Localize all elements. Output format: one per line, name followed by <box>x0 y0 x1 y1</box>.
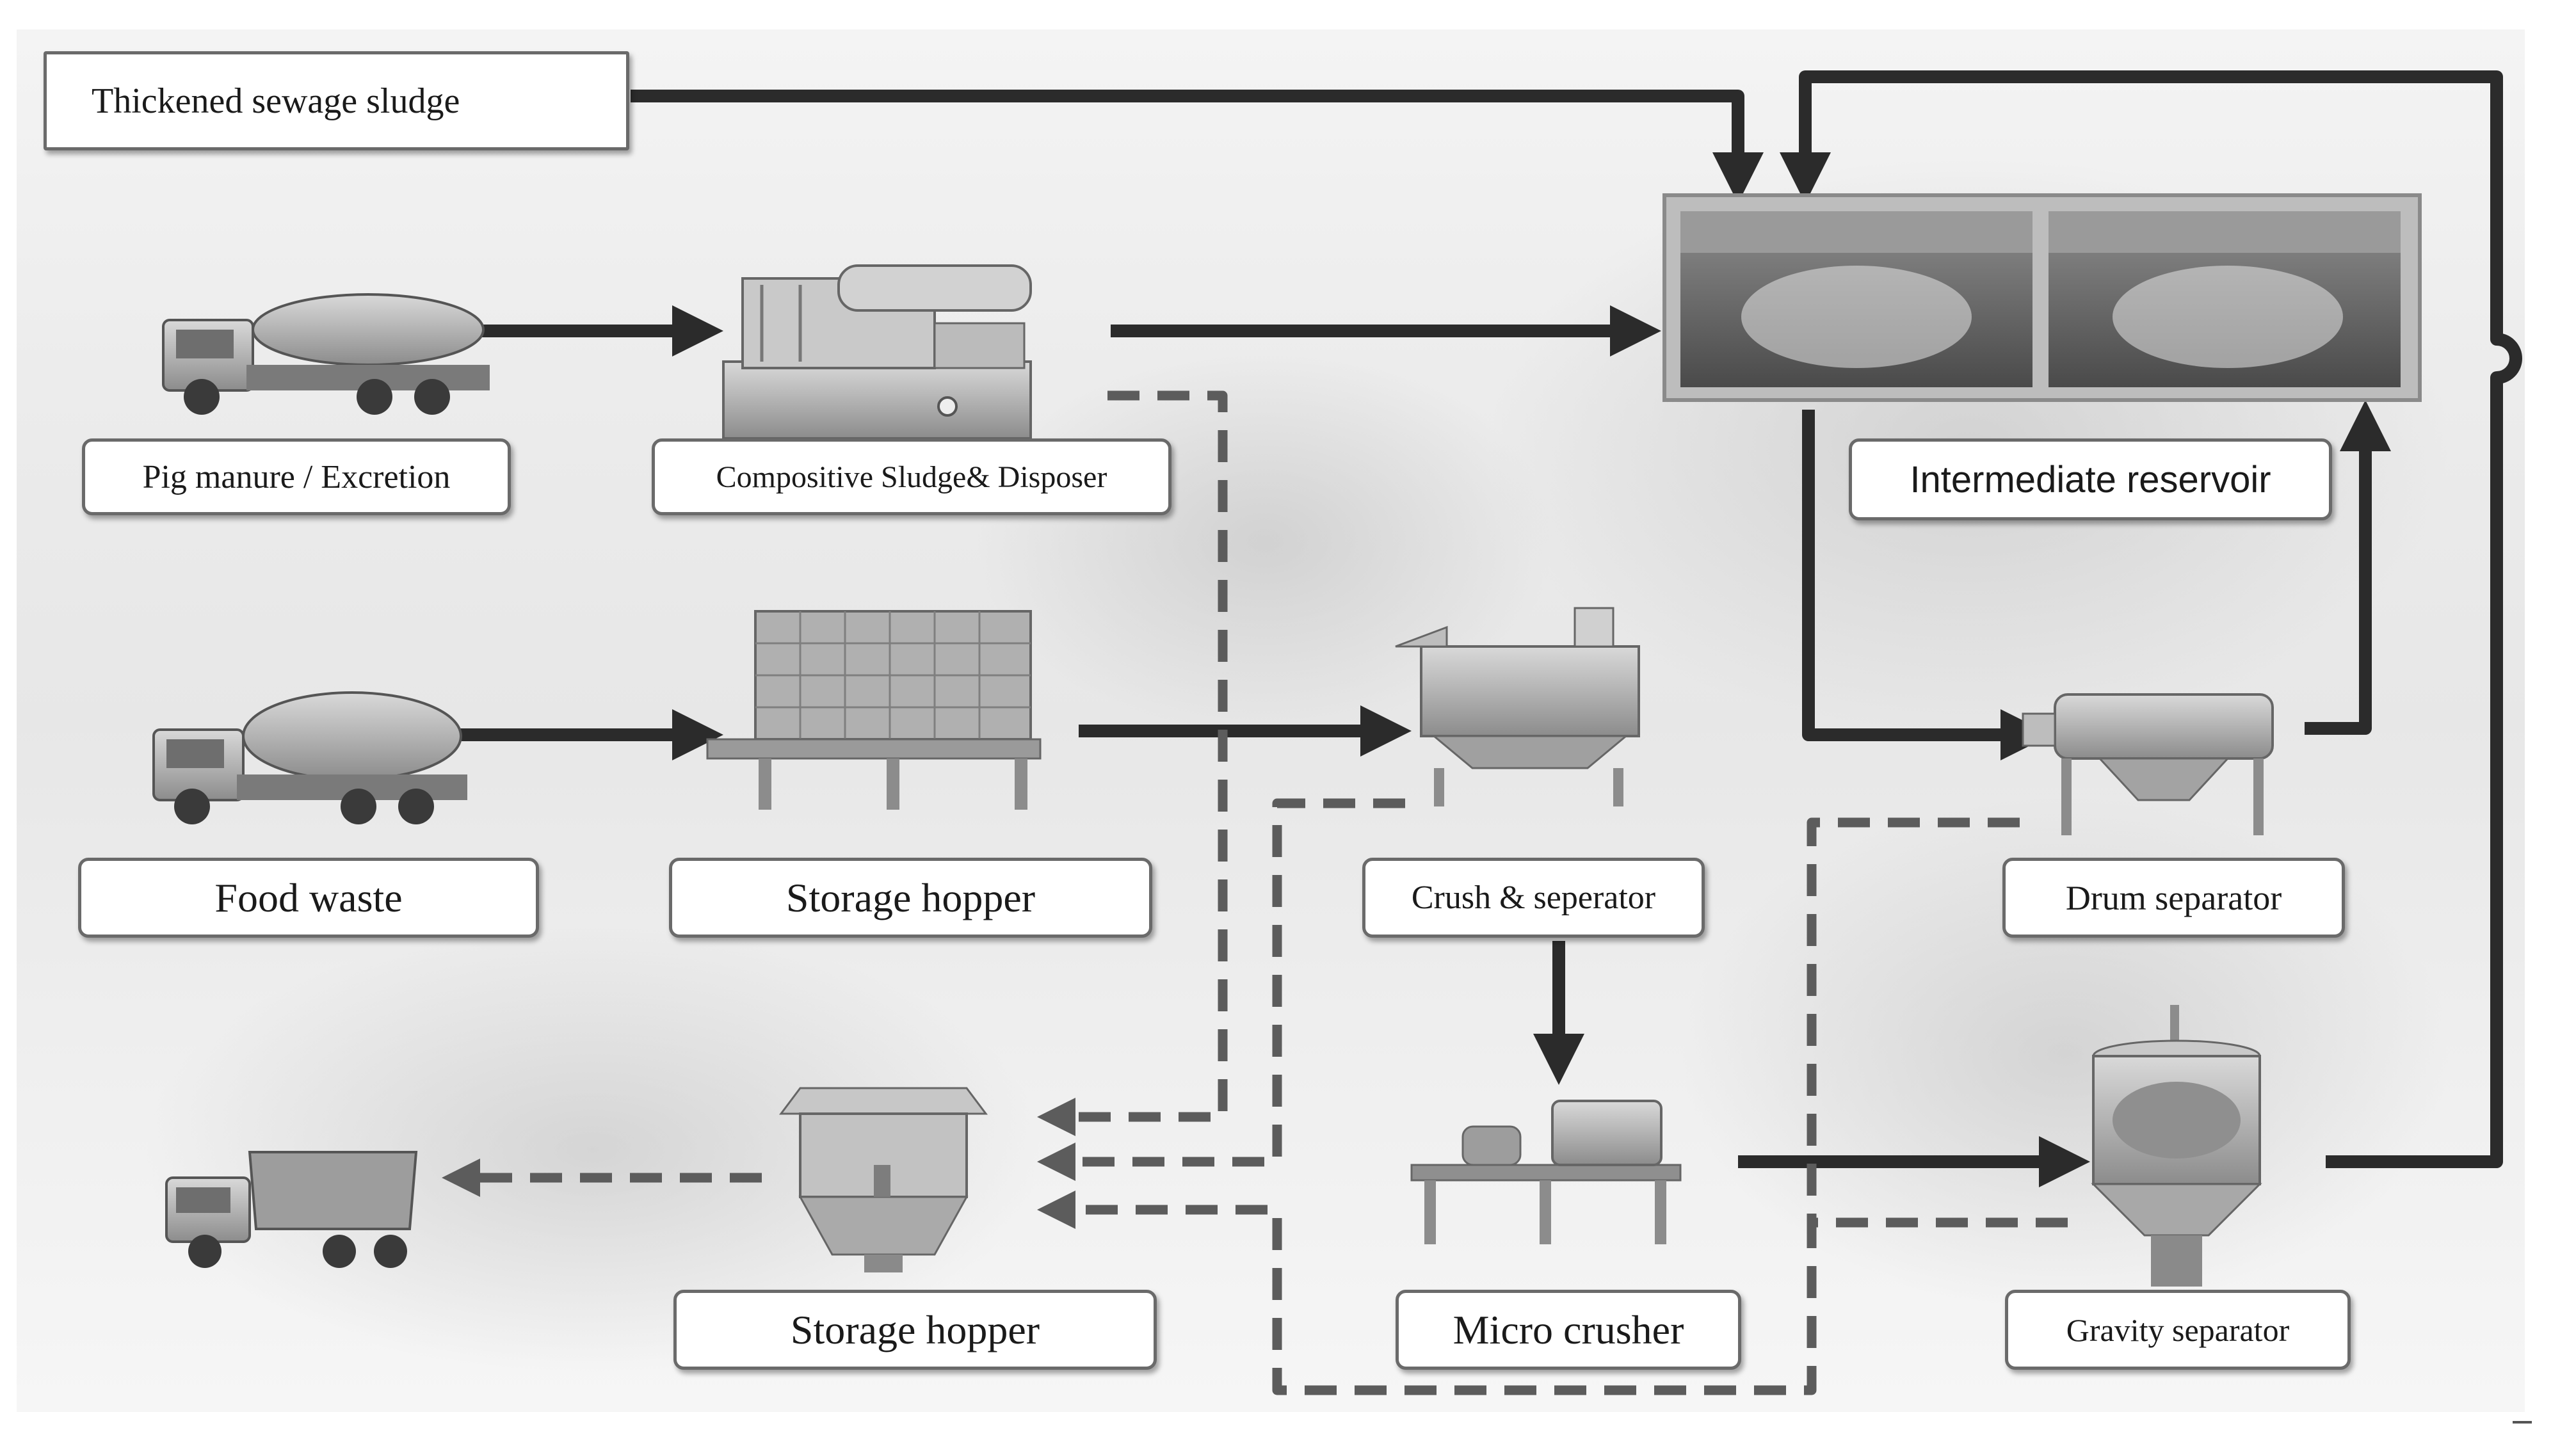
dashed-recirculation-to-hopper <box>1037 1191 2068 1395</box>
dashed-disposer-to-hopper <box>1037 390 1228 1136</box>
storage-hopper-bottom-icon <box>779 1087 988 1272</box>
node-storage-hopper-top-text: Storage hopper <box>785 874 1036 920</box>
dashed-crusher-to-hopper <box>1037 798 1405 1181</box>
node-drum-separator: Drum separator <box>2002 858 2345 938</box>
node-food-waste-text: Food waste <box>214 874 403 920</box>
node-compositive-disposer-text: Compositive Sludge& Disposer <box>716 460 1107 494</box>
micro-crusher-icon <box>1410 1100 1682 1244</box>
dashed-drum-to-loop <box>1807 817 2020 1223</box>
node-storage-hopper-top: Storage hopper <box>669 858 1152 938</box>
dump-truck-icon <box>165 1151 418 1268</box>
node-crush-separator-text: Crush & seperator <box>1411 879 1656 916</box>
arrow-return-to-reservoir <box>1780 70 2522 1168</box>
node-thickened-sludge: Thickened sewage sludge <box>44 51 629 150</box>
node-intermediate-reservoir-text: Intermediate reservoir <box>1910 458 2271 501</box>
arrow-reservoir-to-drum <box>1802 410 2052 760</box>
reservoir-tanks-icon <box>1662 193 2422 402</box>
node-drum-separator-text: Drum separator <box>2065 878 2282 917</box>
solid-flow-arrows <box>451 70 2522 1187</box>
node-storage-hopper-bottom: Storage hopper <box>673 1290 1157 1370</box>
node-food-waste: Food waste <box>78 858 539 938</box>
storage-hopper-top-icon <box>706 610 1042 810</box>
arrow-sludge-to-reservoir <box>631 90 1764 204</box>
crush-separator-icon <box>1395 607 1640 806</box>
drum-separator-icon <box>2022 693 2274 835</box>
node-intermediate-reservoir: Intermediate reservoir <box>1849 438 2332 520</box>
node-gravity-separator: Gravity separator <box>2005 1290 2351 1370</box>
node-micro-crusher: Micro crusher <box>1396 1290 1741 1370</box>
node-compositive-disposer: Compositive Sludge& Disposer <box>652 438 1171 515</box>
node-crush-separator: Crush & seperator <box>1362 858 1705 938</box>
node-storage-hopper-bottom-text: Storage hopper <box>790 1306 1040 1352</box>
compositive-disposer-icon <box>722 264 1032 440</box>
node-pig-manure: Pig manure / Excretion <box>82 438 511 515</box>
gravity-separator-icon <box>2091 1005 2262 1287</box>
pig-tanker-truck-icon <box>162 293 490 415</box>
node-pig-manure-text: Pig manure / Excretion <box>142 458 451 495</box>
node-thickened-sludge-text: Thickened sewage sludge <box>92 81 460 121</box>
food-tanker-truck-icon <box>152 691 467 824</box>
arrow-drum-to-reservoir <box>2305 400 2391 735</box>
node-micro-crusher-text: Micro crusher <box>1453 1306 1684 1352</box>
node-gravity-separator-text: Gravity separator <box>2066 1312 2290 1348</box>
dashed-flow-arrows <box>442 390 2068 1395</box>
